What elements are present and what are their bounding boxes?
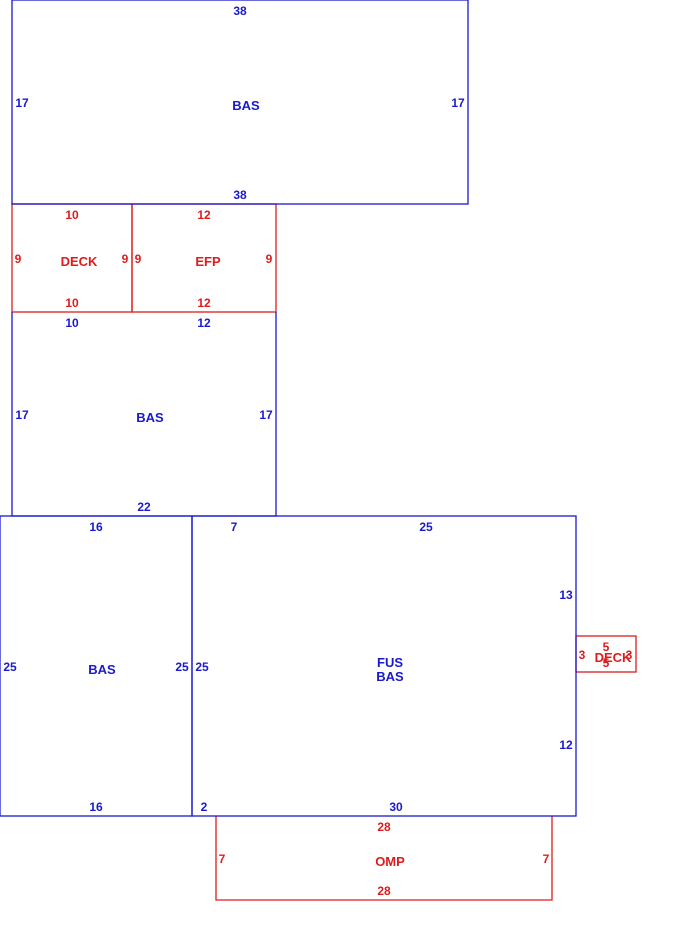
exterior-areas: [11, 203, 637, 901]
dim-left: 25: [195, 660, 209, 674]
room-deck-left: DECK 10 10 9 9: [15, 208, 129, 310]
room-bas-top: BAS 38 38 17 17: [15, 4, 465, 202]
dim-right: 17: [451, 96, 465, 110]
dim-right-b: 12: [559, 738, 573, 752]
dim-top: 10: [65, 208, 79, 222]
dim-left: 25: [3, 660, 17, 674]
dim-right: 3: [626, 648, 633, 662]
dim-left: 3: [579, 648, 586, 662]
dim-right: 17: [259, 408, 273, 422]
dim-top-b: 25: [419, 520, 433, 534]
dim-bottom-a: 2: [201, 800, 208, 814]
room-efp: EFP 12 12 9 9: [135, 208, 273, 310]
room-omp: OMP 28 28 7 7: [219, 820, 550, 898]
room-label: BAS: [88, 662, 116, 677]
omp-outline: [215, 816, 553, 901]
living-areas: [0, 0, 577, 817]
room-label: EFP: [195, 254, 221, 269]
dim-bottom: 12: [197, 296, 211, 310]
dim-mid: 5: [603, 656, 610, 670]
dim-top: 28: [377, 820, 391, 834]
fus-bas-outline: [191, 515, 577, 817]
dim-top: 38: [233, 4, 247, 18]
dim-top: 12: [197, 208, 211, 222]
dim-left: 9: [135, 252, 142, 266]
dim-right: 9: [266, 252, 273, 266]
dim-top-a: 10: [65, 316, 79, 330]
dim-right: 7: [543, 852, 550, 866]
room-bas-mid: BAS 10 12 22 17 17: [15, 316, 273, 514]
room-bas-low: BAS 16 16 25 25: [3, 520, 189, 814]
dim-bottom: 16: [89, 800, 103, 814]
dim-bottom: 22: [137, 500, 151, 514]
room-label: OMP: [375, 854, 405, 869]
dim-bottom-b: 30: [389, 800, 403, 814]
dim-right-a: 13: [559, 588, 573, 602]
dim-top: 5: [603, 640, 610, 654]
dim-right: 25: [175, 660, 189, 674]
dim-top-b: 12: [197, 316, 211, 330]
room-label-line2: BAS: [376, 669, 404, 684]
dim-left: 9: [15, 252, 22, 266]
bas-top-outline: [11, 0, 469, 205]
dim-bottom: 28: [377, 884, 391, 898]
dim-top: 16: [89, 520, 103, 534]
room-label: BAS: [232, 98, 260, 113]
room-deck-small: DECK 3 5 5 3: [579, 640, 633, 670]
room-label: DECK: [61, 254, 98, 269]
dim-left: 7: [219, 852, 226, 866]
dim-right: 9: [122, 252, 129, 266]
room-fus-bas: FUS BAS 7 25 25 13 12 2 30: [195, 520, 573, 814]
dim-bottom: 10: [65, 296, 79, 310]
dim-left: 17: [15, 96, 29, 110]
dim-top-a: 7: [231, 520, 238, 534]
dim-left: 17: [15, 408, 29, 422]
room-label: DECK: [595, 650, 632, 665]
room-label-line1: FUS: [377, 655, 403, 670]
dim-bottom: 38: [233, 188, 247, 202]
room-label: BAS: [136, 410, 164, 425]
